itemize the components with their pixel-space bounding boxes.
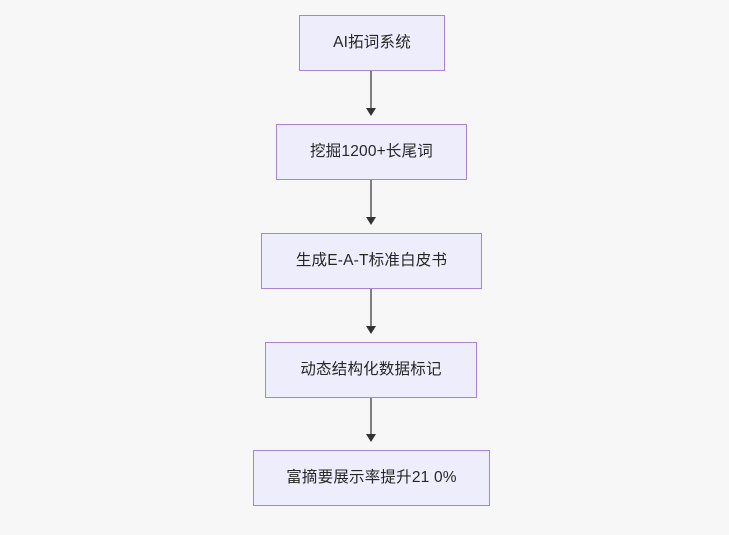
connector-line-4	[370, 398, 372, 434]
flowchart-node-3-label: 生成E-A-T标准白皮书	[295, 251, 448, 269]
connector-line-2	[370, 180, 372, 217]
flowchart-node-5-label: 富摘要展示率提升21 0%	[286, 468, 457, 486]
flowchart-node-1[interactable]: AI拓词系统	[299, 15, 445, 71]
flowchart-node-4-label: 动态结构化数据标记	[300, 360, 442, 378]
flowchart-node-5[interactable]: 富摘要展示率提升21 0%	[253, 450, 490, 506]
arrowhead-icon-1	[366, 108, 376, 116]
arrowhead-icon-2	[366, 217, 376, 225]
connector-line-3	[370, 289, 372, 326]
flowchart-node-3[interactable]: 生成E-A-T标准白皮书	[261, 233, 482, 289]
arrowhead-icon-3	[366, 326, 376, 334]
connector-line-1	[370, 71, 372, 108]
arrowhead-icon-4	[366, 434, 376, 442]
flowchart-node-2[interactable]: 挖掘1200+长尾词	[276, 124, 467, 180]
flowchart-node-4[interactable]: 动态结构化数据标记	[265, 342, 477, 398]
flowchart-node-2-label: 挖掘1200+长尾词	[309, 142, 434, 160]
flowchart-node-1-label: AI拓词系统	[333, 33, 411, 51]
